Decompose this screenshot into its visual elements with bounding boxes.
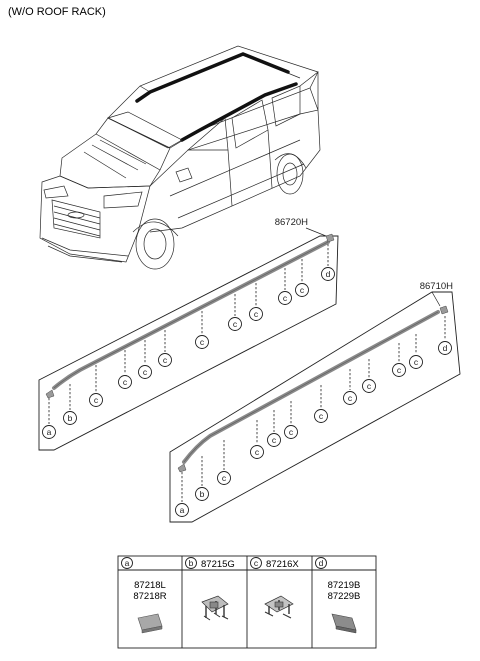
callout-c: c bbox=[228, 317, 242, 331]
callout-c: c bbox=[284, 425, 298, 439]
svg-text:c: c bbox=[94, 395, 99, 405]
callout-c: c bbox=[409, 355, 423, 369]
callout-c: c bbox=[278, 291, 292, 305]
callout-c: c bbox=[195, 335, 209, 349]
svg-text:d: d bbox=[443, 343, 448, 353]
callout-c: c bbox=[118, 375, 132, 389]
svg-text:c: c bbox=[367, 381, 372, 391]
svg-text:c: c bbox=[143, 367, 148, 377]
legend-part-87218r: 87218R bbox=[133, 591, 166, 602]
svg-text:d: d bbox=[319, 558, 324, 568]
callout-c: c bbox=[249, 307, 263, 321]
legend-part-87216x: 87216X bbox=[266, 559, 299, 570]
legend-header-a: a bbox=[121, 557, 133, 569]
diagram-title: (W/O ROOF RACK) bbox=[8, 6, 106, 18]
end-cap-icon bbox=[137, 613, 163, 634]
part-number-86720h: 86720H bbox=[275, 217, 308, 228]
callout-c: c bbox=[362, 379, 376, 393]
callout-a: a bbox=[175, 503, 189, 517]
part-number-86710h: 86710H bbox=[420, 281, 453, 292]
svg-text:c: c bbox=[348, 393, 353, 403]
assembly-86720h: 86720H a b c c c c c c c c c d bbox=[38, 217, 339, 451]
svg-text:a: a bbox=[180, 505, 185, 515]
end-cap-rear-86710h bbox=[439, 305, 449, 315]
svg-text:c: c bbox=[272, 435, 277, 445]
svg-text:a: a bbox=[47, 427, 52, 437]
svg-text:c: c bbox=[200, 337, 205, 347]
callout-c: c bbox=[138, 365, 152, 379]
legend-header-b: b 87215G bbox=[185, 557, 235, 570]
end-cap-icon bbox=[331, 613, 357, 634]
callout-d: d bbox=[438, 341, 452, 355]
legend-header-c: c 87216X bbox=[250, 557, 299, 570]
legend-header-d: d bbox=[315, 557, 327, 569]
callout-c: c bbox=[267, 433, 281, 447]
callout-b: b bbox=[195, 487, 209, 501]
callout-c: c bbox=[314, 409, 328, 423]
roof-molding-86710h bbox=[182, 310, 440, 464]
callout-c: c bbox=[217, 471, 231, 485]
svg-text:c: c bbox=[397, 365, 402, 375]
svg-text:b: b bbox=[200, 489, 205, 499]
clip-icon bbox=[264, 595, 294, 619]
callout-c: c bbox=[158, 353, 172, 367]
callout-c: c bbox=[343, 391, 357, 405]
svg-text:c: c bbox=[254, 558, 259, 568]
roof-molding-strip-right bbox=[180, 82, 298, 142]
svg-text:c: c bbox=[289, 427, 294, 437]
vehicle-illustration bbox=[39, 45, 321, 270]
svg-text:c: c bbox=[123, 377, 128, 387]
svg-text:c: c bbox=[163, 355, 168, 365]
end-cap-front-86710h bbox=[177, 463, 187, 473]
assembly-panel-86710h bbox=[169, 291, 461, 523]
legend-part-87219b: 87219B bbox=[328, 580, 361, 591]
svg-text:c: c bbox=[300, 285, 305, 295]
callout-c: c bbox=[89, 393, 103, 407]
legend-part-87218l: 87218L bbox=[134, 580, 166, 591]
assembly-86710h: 86710H a b c c c c c c c c c d bbox=[169, 281, 461, 523]
svg-text:c: c bbox=[283, 293, 288, 303]
svg-text:b: b bbox=[68, 413, 73, 423]
end-cap-rear-86720h bbox=[325, 233, 335, 243]
roof-molding-86720h bbox=[52, 240, 330, 390]
svg-text:c: c bbox=[255, 447, 260, 457]
svg-text:c: c bbox=[222, 473, 227, 483]
assembly-panel-86720h bbox=[38, 235, 339, 451]
callout-c: c bbox=[392, 363, 406, 377]
roof-molding-strip-left bbox=[135, 52, 290, 103]
svg-text:c: c bbox=[414, 357, 419, 367]
svg-text:c: c bbox=[319, 411, 324, 421]
legend-part-87215g: 87215G bbox=[201, 559, 235, 570]
callout-c: c bbox=[295, 283, 309, 297]
svg-text:c: c bbox=[233, 319, 238, 329]
legend-table: a b 87215G c 87216X d 87218L 87218R bbox=[117, 555, 377, 649]
legend-part-87229b: 87229B bbox=[328, 591, 361, 602]
svg-text:b: b bbox=[189, 558, 194, 568]
callout-a: a bbox=[42, 425, 56, 439]
svg-text:d: d bbox=[326, 269, 331, 279]
clip-icon bbox=[201, 595, 229, 621]
callout-d: d bbox=[321, 267, 335, 281]
callout-c: c bbox=[250, 445, 264, 459]
end-cap-front-86720h bbox=[45, 389, 55, 399]
callout-b: b bbox=[63, 411, 77, 425]
svg-text:c: c bbox=[254, 309, 259, 319]
svg-text:a: a bbox=[125, 558, 130, 568]
